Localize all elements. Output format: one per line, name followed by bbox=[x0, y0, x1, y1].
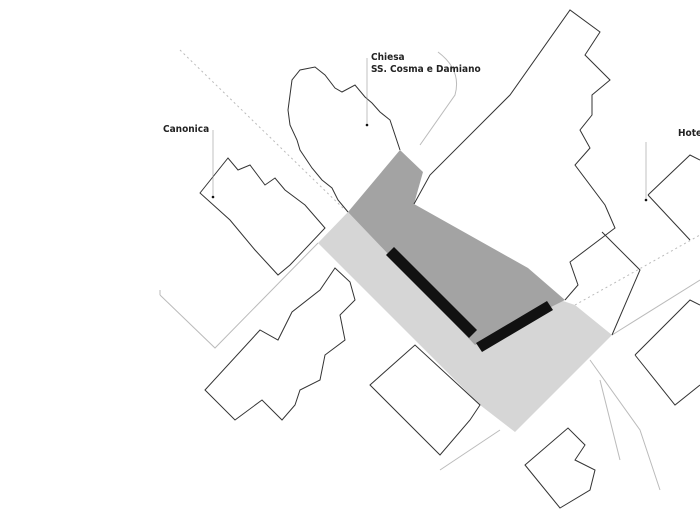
hotel-building bbox=[634, 154, 700, 406]
church-label: Chiesa SS. Cosma e Damiano bbox=[371, 52, 481, 76]
wall-2 bbox=[476, 301, 553, 352]
canonica-label: Canonica bbox=[163, 124, 210, 135]
wall-1 bbox=[386, 247, 477, 338]
street-lines bbox=[159, 49, 700, 491]
large-building bbox=[413, 9, 616, 301]
label-leaders bbox=[211, 58, 648, 202]
building-south-west bbox=[204, 267, 356, 421]
church-label-line1: Chiesa bbox=[371, 52, 405, 63]
building-south-east bbox=[524, 427, 596, 509]
buildings bbox=[199, 9, 700, 509]
square-dark-area bbox=[348, 150, 565, 345]
building-south bbox=[369, 344, 481, 456]
church-building bbox=[287, 66, 401, 213]
church-label-line2: SS. Cosma e Damiano bbox=[371, 64, 481, 75]
canonica-building bbox=[199, 157, 326, 276]
hotel-label: Hote bbox=[678, 128, 700, 139]
